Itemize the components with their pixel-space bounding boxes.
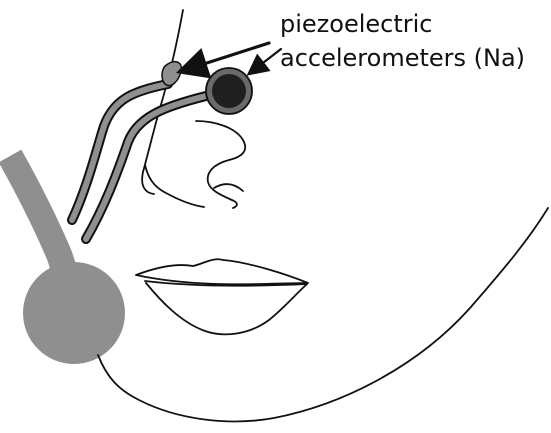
upper-lip xyxy=(136,259,308,284)
arrow-pointer-icon-1 xyxy=(182,43,269,71)
label-line-1: piezoelectric xyxy=(280,9,432,39)
face-outline xyxy=(98,208,548,421)
arrow-pointer-icon-2 xyxy=(250,49,281,73)
small-accelerometer xyxy=(162,62,181,86)
left-gray-sensor xyxy=(23,262,125,364)
label-line-2: accelerometers (Na) xyxy=(280,43,525,73)
large-accelerometer-core xyxy=(212,74,246,108)
lower-lip xyxy=(146,283,307,334)
nostril-curve xyxy=(214,184,243,191)
cheek-curve xyxy=(145,165,204,207)
nose-outline xyxy=(196,121,245,208)
